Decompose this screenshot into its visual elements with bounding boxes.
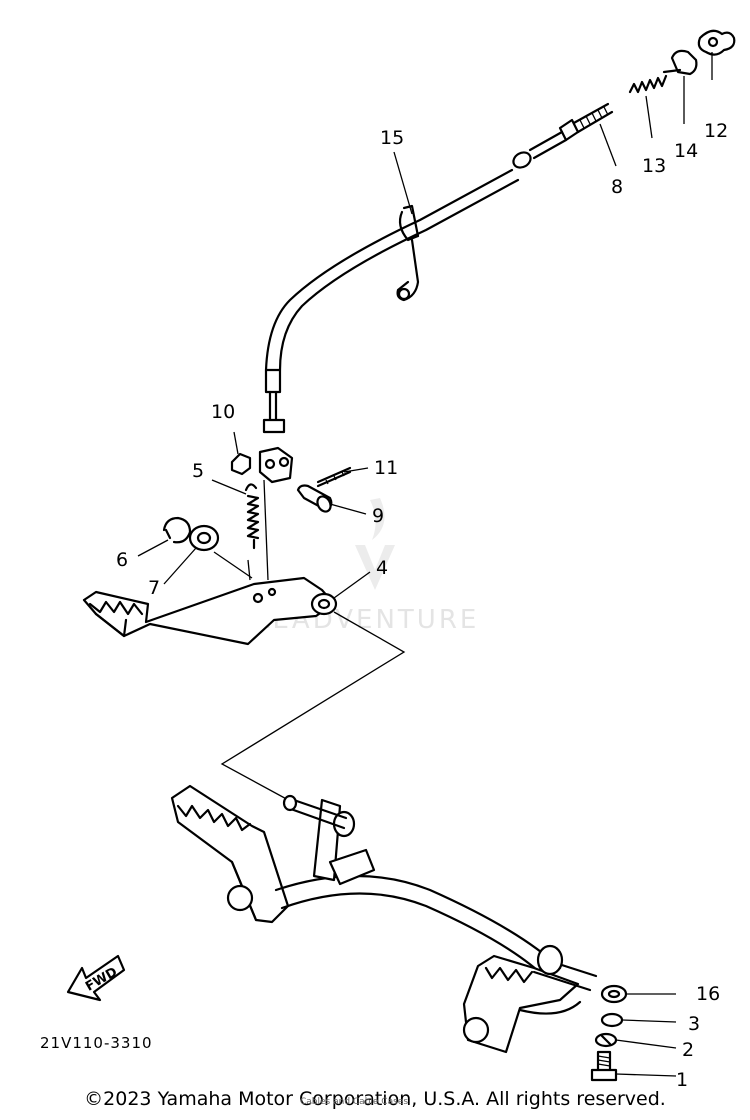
callout-3: 3 <box>688 1013 700 1035</box>
callout-7: 7 <box>148 577 160 599</box>
fwd-direction-arrow: FWD <box>66 954 126 1002</box>
part-4-brake-pedal[interactable] <box>82 576 338 646</box>
footrest-frame[interactable] <box>170 784 598 1054</box>
callout-2: 2 <box>682 1039 694 1061</box>
callout-9: 9 <box>372 505 384 527</box>
callout-13: 13 <box>642 155 666 177</box>
callout-10: 10 <box>211 401 235 423</box>
callout-1: 1 <box>676 1069 688 1088</box>
part-3-washer[interactable] <box>600 1012 624 1028</box>
callout-16: 16 <box>696 983 720 1005</box>
part-5-return-spring[interactable] <box>244 483 260 550</box>
part-15-cable-clamp[interactable] <box>396 204 420 302</box>
callout-14: 14 <box>674 140 698 162</box>
part-16-washer[interactable] <box>600 984 628 1004</box>
callout-15: 15 <box>380 127 404 149</box>
part-10-nut[interactable] <box>230 452 252 476</box>
copyright-text: ©2023 Yamaha Motor Corporation, U.S.A. A… <box>84 1088 666 1110</box>
leader-lines <box>137 52 713 1077</box>
part-9-clevis-pin[interactable] <box>296 484 333 514</box>
callout-11: 11 <box>374 457 398 479</box>
part-2-lock-washer[interactable] <box>594 1032 618 1048</box>
part-8-brake-cable[interactable] <box>262 102 614 434</box>
diagram-section-title: Cables and Cable Cases <box>300 1097 409 1107</box>
assembly-guide-lines <box>213 479 406 803</box>
callout-labels: 12 14 13 8 15 10 11 5 9 6 7 4 16 3 2 1 <box>116 120 728 1088</box>
part-13-spring[interactable] <box>628 74 668 94</box>
cable-clevis[interactable] <box>258 446 294 484</box>
copyright-footer: ©2023 Yamaha Motor Corporation, U.S.A. A… <box>0 1088 750 1110</box>
exploded-parts-diagram: LEADVENTURE <box>40 29 736 1088</box>
callout-4: 4 <box>376 557 388 579</box>
part-6-circlip[interactable] <box>162 516 192 544</box>
part-11-cotter-pin[interactable] <box>316 466 352 488</box>
part-1-bolt[interactable] <box>590 1050 618 1082</box>
callout-6: 6 <box>116 549 128 571</box>
callout-5: 5 <box>192 460 204 482</box>
part-7-washer[interactable] <box>188 524 220 552</box>
drawing-code: 21V110-3310 <box>40 1034 153 1052</box>
callout-8: 8 <box>611 176 623 198</box>
part-14-cable-joint[interactable] <box>662 49 698 76</box>
part-12-adjuster-nut[interactable] <box>697 29 736 56</box>
callout-12: 12 <box>704 120 728 142</box>
